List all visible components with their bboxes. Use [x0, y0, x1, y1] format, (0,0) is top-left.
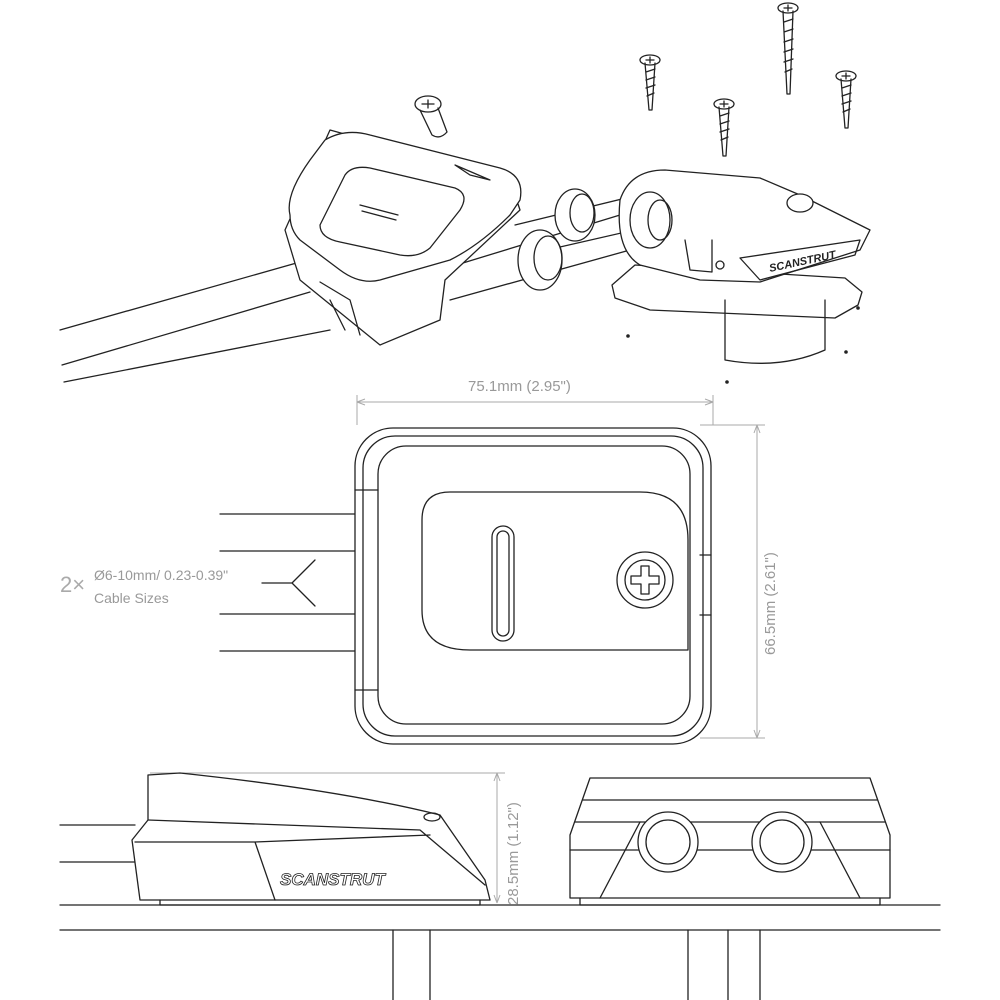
deck-surface [59, 904, 941, 1000]
cable-entry [751, 811, 813, 873]
grommet [554, 188, 596, 242]
cable-caption: Cable Sizes [94, 590, 169, 606]
cable-entry [637, 811, 699, 873]
side-view: SCANSTRUT [59, 772, 505, 906]
cable-clamp [618, 169, 871, 283]
cable-lines [219, 513, 371, 652]
slot [491, 525, 515, 642]
cable-size: Ø6-10mm/ 0.23-0.39" [94, 567, 229, 583]
height-dimension: 28.5mm (1.12") [505, 802, 522, 905]
exploded-view: SCANSTRUT [59, 2, 871, 384]
front-view [569, 777, 891, 906]
brand-logo-side: SCANSTRUT [280, 870, 386, 889]
mounting-screws [639, 2, 857, 157]
cover-screw-top [616, 551, 674, 609]
width-dimension: 75.1mm (2.95") [468, 378, 571, 395]
cover-screw [414, 95, 448, 138]
cable-quantity: 2× [60, 572, 86, 597]
enclosure-cover [377, 445, 691, 725]
depth-dimension: 66.5mm (2.61") [762, 552, 779, 655]
top-view [219, 395, 765, 745]
cable-left [59, 261, 331, 383]
